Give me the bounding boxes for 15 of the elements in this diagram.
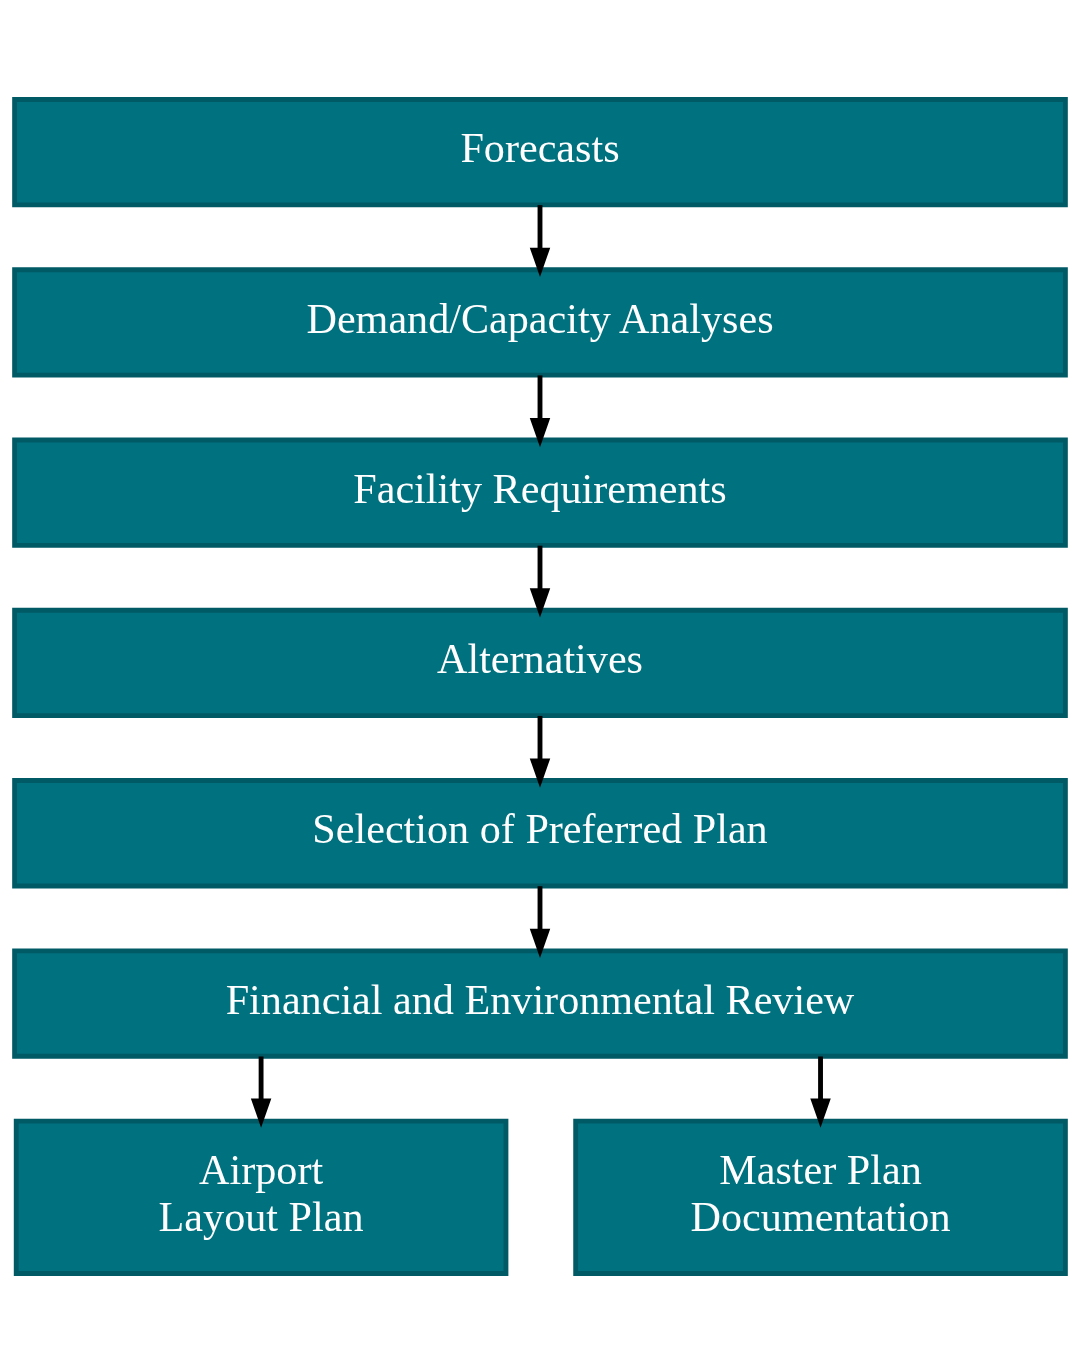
arrow	[250, 1055, 272, 1128]
node-box: Financial and Environmental Review	[12, 947, 1068, 1059]
arrow	[810, 1055, 831, 1128]
node-box: Facility Requirements	[12, 437, 1068, 548]
node-box: Airport Layout Plan	[13, 1118, 509, 1276]
node-box: Forecasts	[12, 96, 1068, 207]
arrow	[529, 545, 551, 617]
arrow	[529, 885, 551, 958]
node-box: Alternatives	[12, 607, 1068, 718]
node-box: Demand/Capacity Analyses	[12, 266, 1068, 378]
arrow	[529, 715, 551, 788]
node-box: Master Plan Documentation	[573, 1118, 1068, 1276]
node-box: Selection of Preferred Plan	[12, 777, 1068, 888]
arrow	[529, 374, 551, 447]
arrow	[529, 204, 551, 277]
